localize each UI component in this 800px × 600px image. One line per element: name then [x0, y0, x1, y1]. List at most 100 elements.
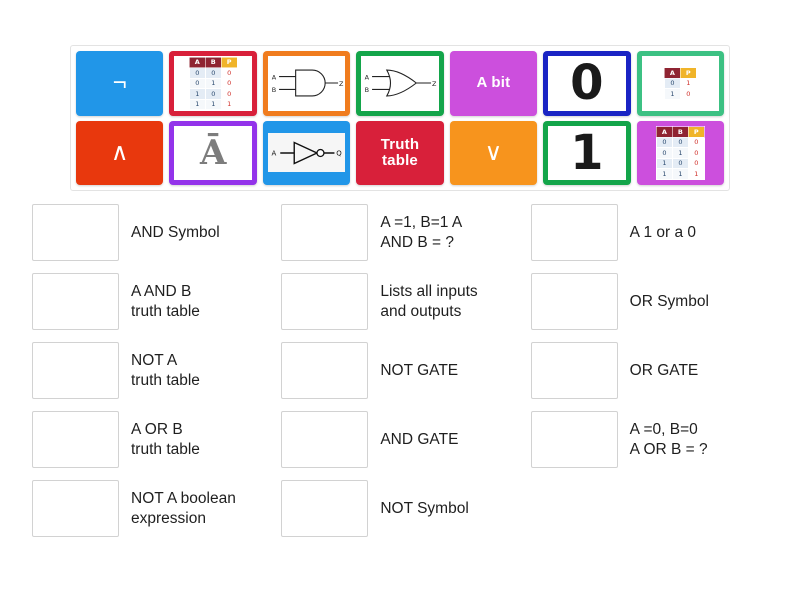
answer-label: A 1 or a 0	[629, 223, 697, 241]
drop-slot[interactable]	[32, 342, 119, 399]
truth-table-header: A	[188, 56, 206, 68]
tile-digit: 1	[570, 125, 604, 180]
tile-inner: 0	[548, 56, 626, 111]
truth-table-cell: 0	[655, 136, 673, 148]
answer-row: A AND B truth table	[32, 267, 273, 336]
drop-slot[interactable]	[281, 342, 369, 399]
drop-slot[interactable]	[32, 411, 119, 468]
zero-tile[interactable]: 0	[543, 51, 631, 116]
drop-slot[interactable]	[281, 204, 369, 261]
truth-table-cell: 0	[663, 77, 681, 89]
truth-table-cell: 1	[671, 147, 689, 159]
truth-table-header: B	[204, 56, 222, 68]
answer-row: AND GATE	[281, 405, 522, 474]
answer-row: A OR B truth table	[32, 405, 273, 474]
drop-slot[interactable]	[530, 342, 618, 399]
answer-row: Lists all inputs and outputs	[281, 267, 522, 336]
truth-table-cell: 1	[671, 168, 689, 180]
drop-slot[interactable]	[281, 411, 369, 468]
truth-table-cell: 1	[655, 157, 673, 169]
truth-table-cell: 0	[220, 77, 238, 89]
answer-label: A =0, B=0 A OR B = ?	[629, 420, 708, 458]
drop-slot[interactable]	[281, 480, 369, 537]
drop-slot[interactable]	[32, 204, 119, 261]
svg-text:B: B	[272, 86, 276, 94]
answer-label: A AND B truth table	[131, 282, 200, 320]
svg-text:A: A	[272, 149, 277, 157]
truth-table-cell: 0	[188, 77, 206, 89]
answer-label: NOT Symbol	[380, 499, 469, 517]
tile-digit: 0	[570, 56, 604, 111]
tile-symbol: ¬	[112, 69, 127, 97]
or-symbol-tile[interactable]: ∨	[449, 120, 538, 185]
truth-table-header: P	[687, 126, 705, 138]
svg-text:Z: Z	[432, 80, 437, 88]
not-a-overbar-text: Ā	[199, 132, 227, 173]
not-a-expression-tile[interactable]: Ā	[169, 120, 257, 185]
answer-label: NOT A truth table	[131, 351, 200, 389]
not-symbol-tile[interactable]: ¬	[76, 51, 164, 116]
truth-table-cell: 1	[188, 88, 206, 100]
drop-slot[interactable]	[530, 273, 618, 330]
tile-symbol: ∧	[110, 138, 129, 166]
answer-label: A =1, B=1 A AND B = ?	[380, 213, 463, 251]
answer-row: NOT A truth table	[32, 336, 273, 405]
truth-table-cell: 1	[220, 98, 238, 110]
svg-text:B: B	[365, 86, 369, 94]
truth-table-header: A	[663, 67, 681, 79]
truth-table-cell: 0	[220, 67, 238, 79]
svg-text:A: A	[365, 74, 370, 82]
a-bit-tile[interactable]: A bit	[449, 51, 538, 116]
drop-slot[interactable]	[281, 273, 369, 330]
drop-slot[interactable]	[530, 204, 618, 261]
tile-symbol: ∨	[484, 138, 503, 166]
truth-table-cell: 1	[687, 168, 705, 180]
answer-row: A =0, B=0 A OR B = ?	[530, 405, 772, 474]
answer-row: NOT GATE	[281, 336, 522, 405]
answer-row: OR GATE	[530, 336, 772, 405]
svg-text:A: A	[272, 74, 277, 82]
one-tile[interactable]: 1	[543, 120, 631, 185]
truth-table-cell: 1	[679, 77, 697, 89]
tile-inner: 1	[548, 125, 626, 180]
tile-inner: Ā	[174, 125, 252, 180]
drop-slot[interactable]	[530, 411, 618, 468]
answer-row: AND Symbol	[32, 198, 273, 267]
and-symbol-tile[interactable]: ∧	[76, 120, 164, 185]
drop-slot[interactable]	[32, 480, 119, 537]
answer-list: AND Symbol A =1, B=1 A AND B = ? A 1 or a …	[32, 198, 772, 543]
svg-text:Z: Z	[339, 80, 344, 88]
answer-label: Lists all inputs and outputs	[380, 282, 478, 320]
truth-table-cell: 0	[687, 157, 705, 169]
answer-label: AND GATE	[380, 430, 459, 448]
answer-label: OR GATE	[629, 361, 699, 379]
truth-table-cell: 0	[204, 67, 222, 79]
truth-table-header: P	[220, 56, 238, 68]
truth-table-cell: 0	[679, 88, 697, 100]
drop-slot[interactable]	[32, 273, 119, 330]
